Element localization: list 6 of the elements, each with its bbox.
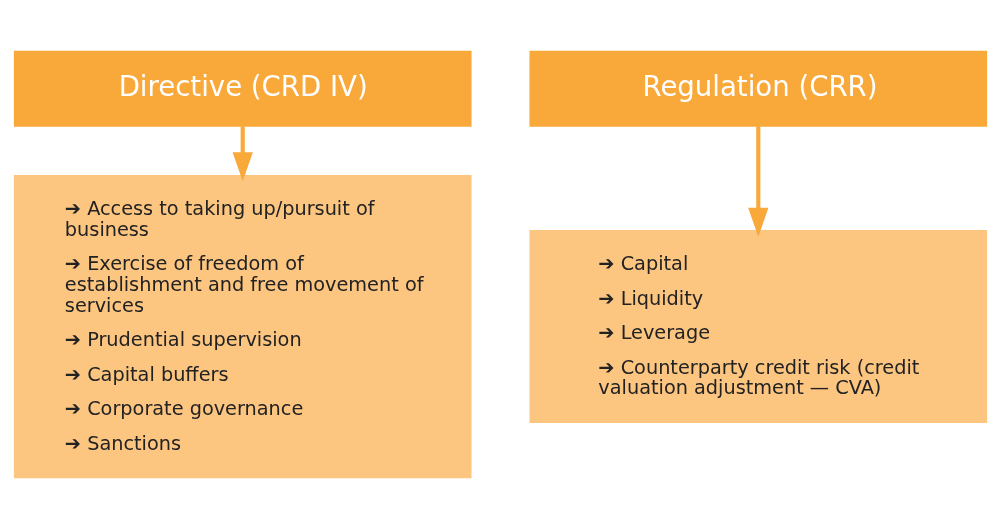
node-box: ➔ Capital ➔ Liquidity ➔ Leverage ➔ Counterparty credit risk (credit valuation adjustment — CVA) xyxy=(529,229,988,423)
arrow xyxy=(748,125,769,237)
node-box: ➔ Access to taking up/pursuit of business ➔ Exercise of freedom of establishment and free movement of services ➔ Prudential supervision ➔ Capital buffers ➔ Corporate governance ➔ Sanctions xyxy=(13,174,472,478)
node-box: Directive (CRD IV) xyxy=(13,50,472,127)
node-box: Regulation (CRR) xyxy=(529,50,988,127)
arrow xyxy=(232,125,253,181)
